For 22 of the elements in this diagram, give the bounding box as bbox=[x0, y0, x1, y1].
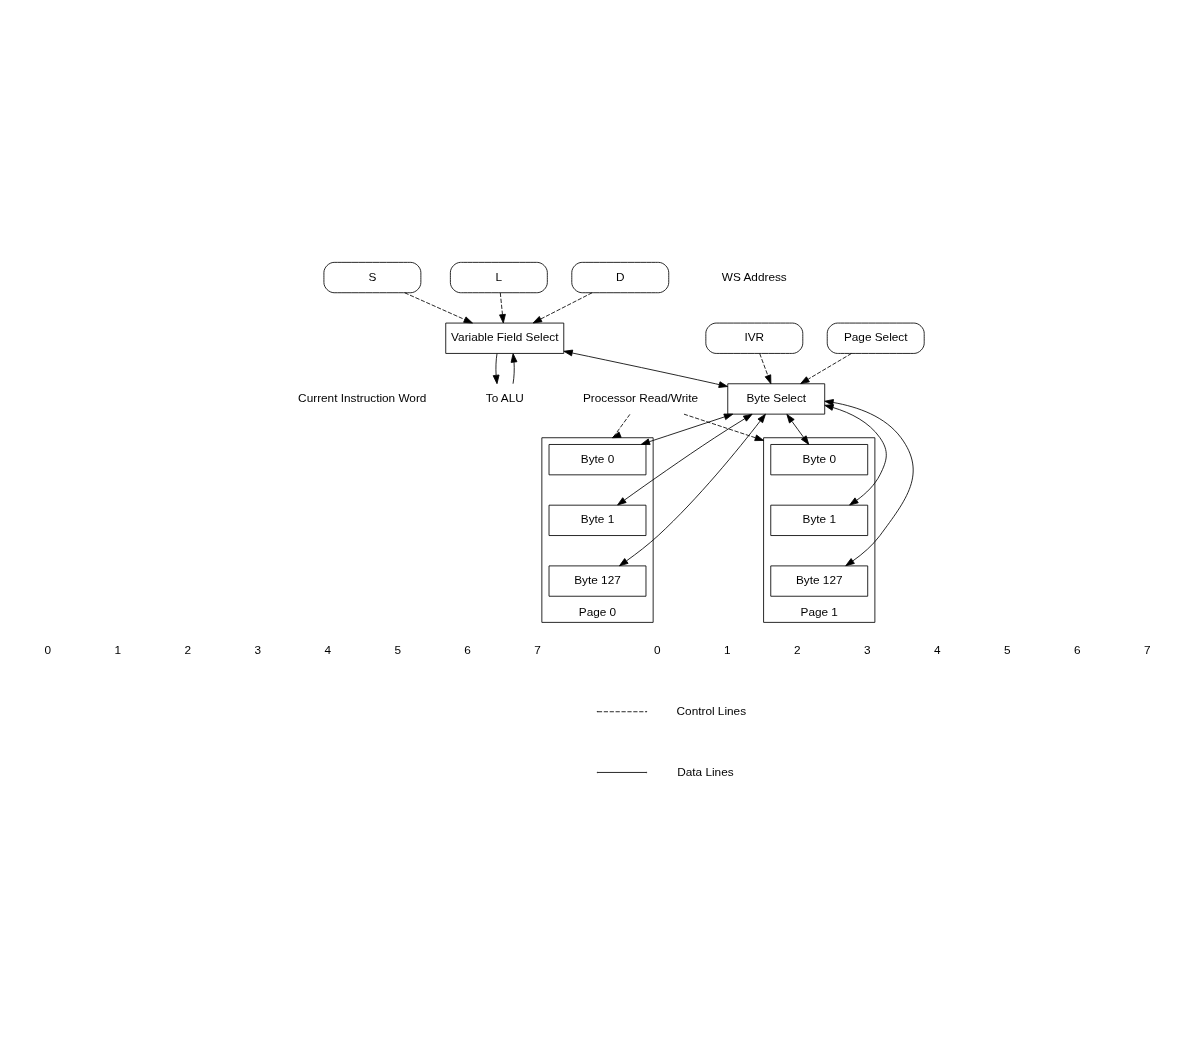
label: 3 bbox=[254, 643, 262, 658]
label: 4 bbox=[933, 643, 941, 658]
label: 2 bbox=[184, 643, 192, 658]
node-text: Processor Read/Write bbox=[582, 391, 699, 406]
label: 1 bbox=[114, 643, 122, 658]
label: 0 bbox=[44, 643, 52, 658]
legend-label: Data Lines bbox=[677, 764, 734, 779]
node-text: To ALU bbox=[485, 391, 524, 406]
label: 1 bbox=[724, 643, 731, 658]
label: Current Instruction Word bbox=[298, 391, 427, 406]
label: 5 bbox=[1003, 643, 1011, 658]
label: 2 bbox=[794, 643, 801, 658]
label: WS Address bbox=[721, 269, 787, 284]
label: 6 bbox=[1073, 643, 1081, 658]
label: 4 bbox=[324, 643, 331, 658]
label: 5 bbox=[394, 643, 401, 658]
legend-label: Control Lines bbox=[676, 703, 747, 718]
label: 3 bbox=[864, 643, 871, 658]
label: 0 bbox=[654, 643, 661, 658]
label: 7 bbox=[534, 643, 541, 658]
label: 6 bbox=[464, 643, 471, 658]
label: 7 bbox=[1143, 643, 1151, 658]
